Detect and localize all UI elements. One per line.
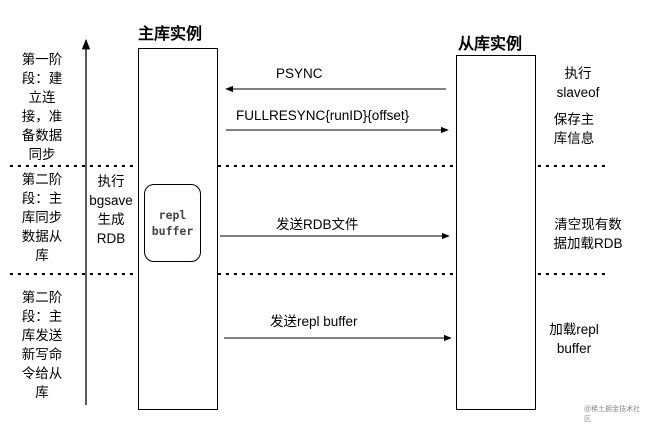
stage-3-label: 第二阶 段：主 库发送 新写命 令给从 库 [21, 290, 63, 400]
repl-buffer-box: repl buffer [144, 184, 201, 262]
slave-lifeline [456, 55, 536, 410]
bgsave-note: 执行 bgsave 生成 RDB [89, 174, 133, 246]
send-buffer-label: 发送repl buffer [270, 314, 358, 329]
slave-title: 从库实例 [458, 36, 523, 53]
save-info-note: 保存主 库信息 [553, 112, 595, 146]
slaveof-note: 执行 slaveof [556, 66, 600, 100]
stage-1-label: 第一阶 段：建 立连 接，准 备数据 同步 [21, 52, 63, 162]
fullresync-label: FULLRESYNC{runID}{offset} [236, 108, 410, 123]
load-rdb-note: 清空现有数 据加载RDB [553, 217, 623, 251]
send-rdb-label: 发送RDB文件 [276, 217, 359, 232]
psync-label: PSYNC [276, 66, 323, 81]
watermark: @稀土掘金技术社区 [584, 406, 641, 423]
stage-2-label: 第二阶 段：主 库同步 数据从 库 [21, 172, 63, 263]
load-buffer-note: 加载repl buffer [549, 322, 599, 356]
master-title: 主库实例 [138, 26, 203, 43]
